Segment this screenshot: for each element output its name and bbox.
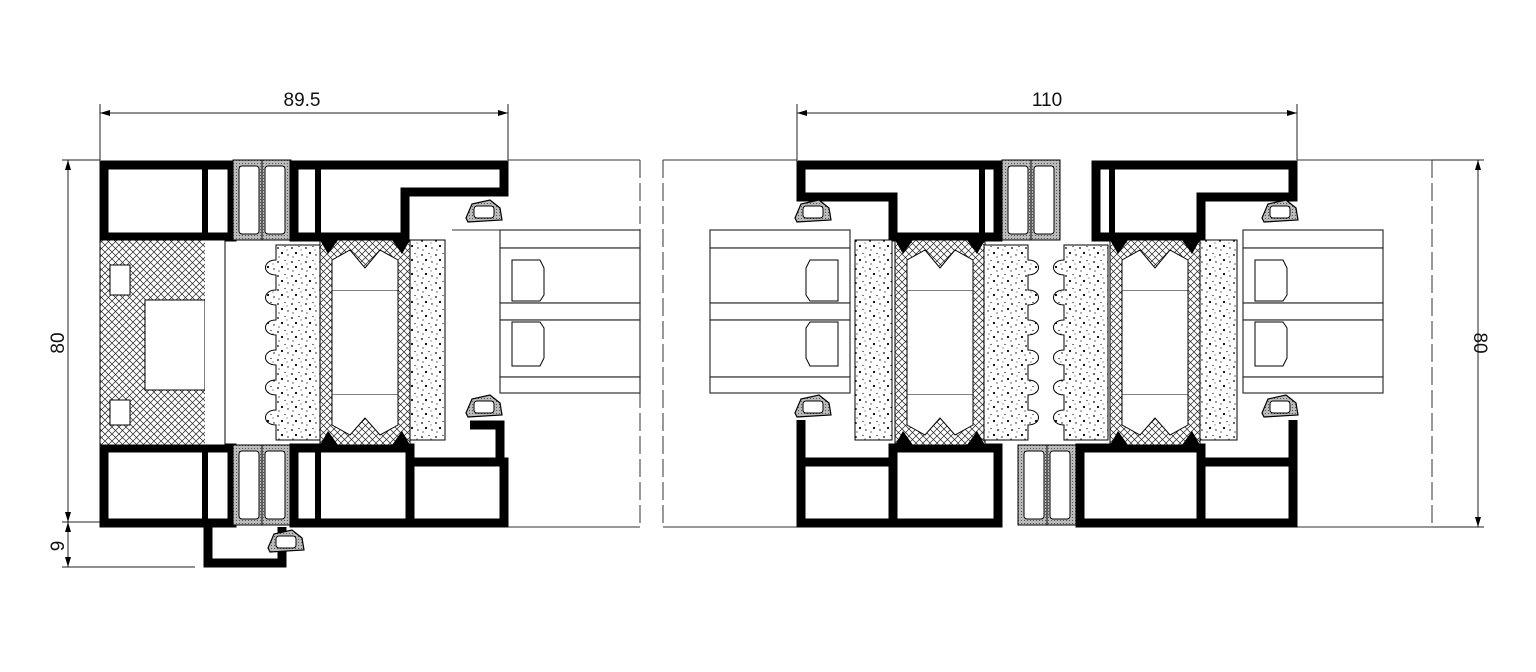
mullion-right-half <box>1053 160 1299 528</box>
dimension-width-right: 110 <box>796 90 1298 160</box>
glazing-unit-left <box>452 159 641 528</box>
dimension-height-left: 80 9 <box>48 159 195 568</box>
left-section: 89.5 80 9 <box>48 90 641 568</box>
insulation-core <box>265 244 321 441</box>
dimension-label-left-height: 80 <box>48 332 69 353</box>
dimension-width-left: 89.5 <box>99 90 509 160</box>
insulation-strip <box>409 239 446 441</box>
dimension-label-left-width: 89.5 <box>284 90 321 111</box>
dimension-label-bottom-step: 9 <box>48 541 69 552</box>
dimension-label-right-height: 80 <box>1469 332 1490 353</box>
outer-frame-profile <box>99 160 287 568</box>
right-section: 110 80 <box>662 90 1490 528</box>
dimension-height-right: 80 <box>1432 159 1490 528</box>
inner-frame-profile <box>289 160 509 528</box>
mullion-left-half <box>794 160 1039 528</box>
dimension-label-right-width: 110 <box>1032 90 1062 111</box>
glazing-unit-right-outer <box>662 159 1433 528</box>
